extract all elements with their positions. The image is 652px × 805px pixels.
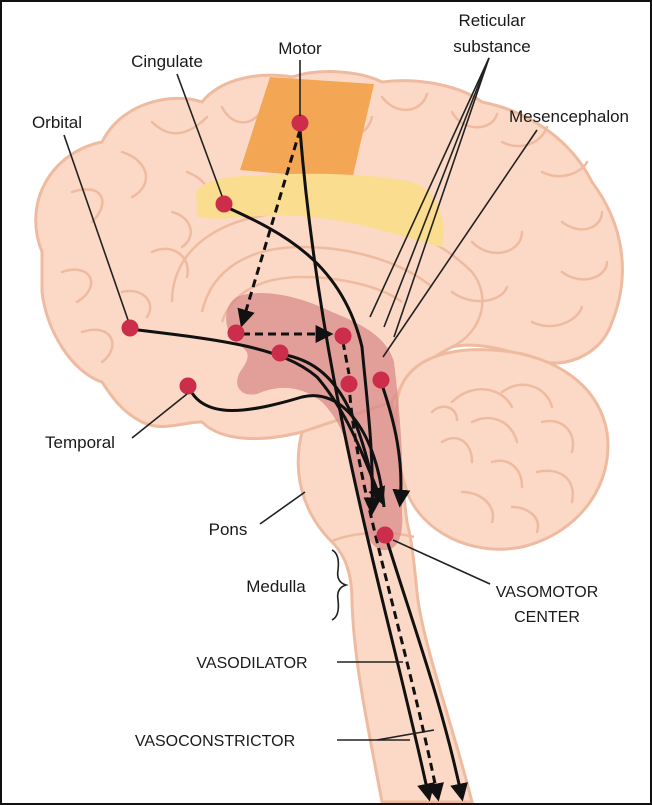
cerebellum xyxy=(396,350,608,550)
label-reticular-line2: substance xyxy=(453,37,531,56)
reticular-node-3 xyxy=(335,328,352,345)
label-pons: Pons xyxy=(209,520,248,539)
label-vasodilator: VASODILATOR xyxy=(196,655,307,672)
label-cingulate: Cingulate xyxy=(131,52,203,71)
label-motor: Motor xyxy=(278,39,322,58)
label-vasoconstrictor: VASOCONSTRICTOR xyxy=(135,733,295,750)
label-vasomotor-line1: VASOMOTOR xyxy=(496,584,599,601)
label-medulla: Medulla xyxy=(246,577,306,596)
label-temporal: Temporal xyxy=(45,433,115,452)
label-orbital: Orbital xyxy=(32,113,82,132)
motor-node xyxy=(292,115,309,132)
label-vasomotor-line2: CENTER xyxy=(514,609,580,626)
label-mesencephalon: Mesencephalon xyxy=(509,107,629,126)
cingulate-node xyxy=(216,196,233,213)
temporal-node xyxy=(180,378,197,395)
vasomotor-center-node xyxy=(377,527,394,544)
orbital-node xyxy=(122,320,139,337)
mesencephalon-node xyxy=(373,372,390,389)
label-reticular-line1: Reticular xyxy=(458,11,525,30)
reticular-node-1 xyxy=(228,325,245,342)
reticular-node-2 xyxy=(272,345,289,362)
reticular-node-4 xyxy=(341,376,358,393)
